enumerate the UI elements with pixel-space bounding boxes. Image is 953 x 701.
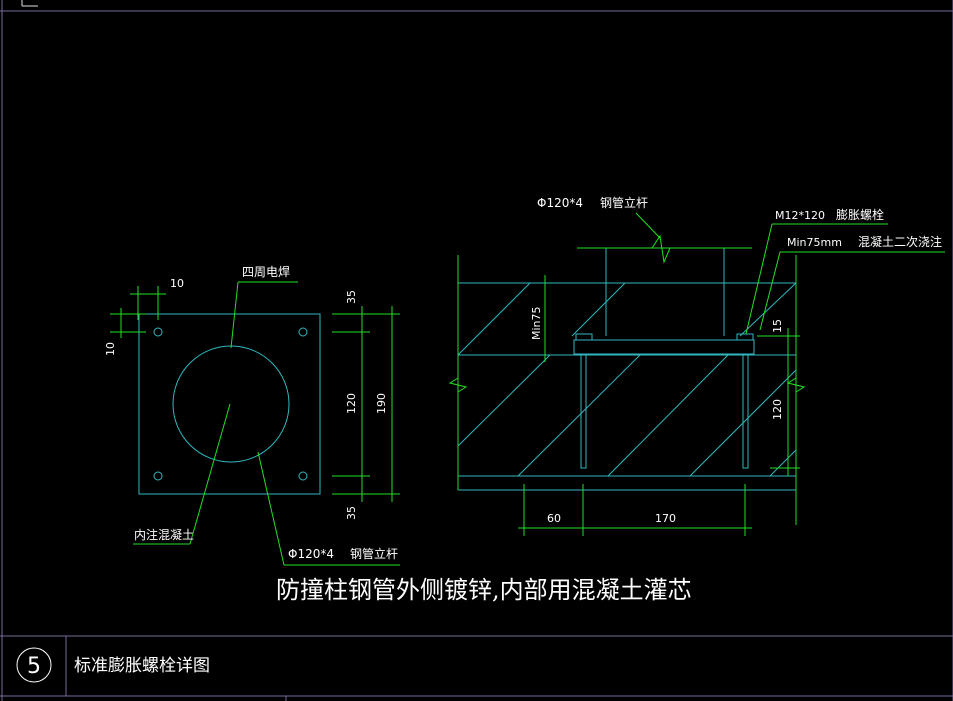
detail-title: 标准膨胀螺栓详图 bbox=[74, 656, 210, 676]
sec-dim-60: 60 bbox=[547, 512, 561, 525]
anchor-bolt-right bbox=[742, 354, 749, 469]
sec-dim-120: 120 bbox=[771, 399, 784, 420]
detail-number: 5 bbox=[27, 654, 41, 679]
hatch-line bbox=[457, 282, 531, 356]
sec-bolt-spec: M12*120 bbox=[775, 209, 825, 222]
sec-dim-170: 170 bbox=[655, 512, 676, 525]
section-base-plate bbox=[573, 339, 755, 355]
concrete-leader bbox=[189, 403, 231, 545]
grout-label-leader bbox=[759, 251, 781, 331]
steel-pipe-circle bbox=[172, 345, 290, 463]
plan-dim-left-text: 10 bbox=[104, 342, 117, 356]
anchor-bolt-left bbox=[580, 354, 587, 469]
plan-weld-label: 四周电焊 bbox=[242, 264, 290, 279]
plan-view: 10 10 四周电焊 内注混凝土 Φ120*4 钢管立杆 35 120 190 … bbox=[104, 264, 400, 566]
plan-concrete-label: 内注混凝土 bbox=[134, 527, 194, 542]
bolt-nut-left bbox=[575, 333, 593, 341]
plan-pipe-name: 钢管立杆 bbox=[350, 546, 398, 561]
break-mark-left bbox=[448, 377, 468, 393]
bolt-hole-bottom-left bbox=[153, 471, 163, 481]
plan-dim-120: 120 bbox=[345, 393, 358, 414]
sec-min75-label: Min75mm bbox=[787, 236, 842, 249]
hatch-line bbox=[607, 354, 729, 477]
pipe-break-mark bbox=[651, 234, 671, 264]
hatch-line bbox=[769, 449, 797, 477]
concrete-hatch bbox=[457, 282, 797, 477]
base-plate-outline bbox=[138, 313, 321, 495]
sec-dim-15: 15 bbox=[771, 319, 784, 333]
main-note: 防撞柱钢管外侧镀锌,内部用混凝土灌芯 bbox=[276, 576, 692, 604]
hatch-line bbox=[571, 282, 626, 337]
sec-min75-vertical: Min75 bbox=[530, 306, 543, 340]
plan-dim-35-top: 35 bbox=[345, 290, 358, 304]
bolt-hole-bottom-right bbox=[298, 471, 308, 481]
detail-number-circle bbox=[16, 647, 52, 683]
pipe-label-leader bbox=[635, 212, 661, 239]
sec-bolt-name: 膨胀螺栓 bbox=[836, 207, 884, 222]
bolt-hole-top-left bbox=[153, 327, 163, 337]
section-view: Min75 Φ120*4 钢管立杆 M12*120 膨胀螺栓 Min75mm 混… bbox=[448, 195, 945, 536]
pipe-leader bbox=[257, 451, 285, 566]
hatch-line bbox=[739, 282, 797, 337]
hatch-line bbox=[457, 354, 551, 447]
plan-pipe-spec: Φ120*4 bbox=[288, 547, 334, 561]
break-mark-right bbox=[786, 377, 806, 393]
sec-grout-label: 混凝土二次浇注 bbox=[858, 234, 942, 249]
hatch-line bbox=[517, 354, 641, 477]
bolt-label-leader bbox=[745, 223, 773, 335]
bolt-nut-right bbox=[736, 333, 754, 341]
sec-pipe-name: 钢管立杆 bbox=[600, 195, 648, 210]
weld-leader bbox=[230, 281, 239, 349]
sec-pipe-spec: Φ120*4 bbox=[537, 196, 583, 210]
bolt-hole-top-right bbox=[298, 327, 308, 337]
title-block: 5 标准膨胀螺栓详图 bbox=[16, 647, 210, 683]
plan-dim-190: 190 bbox=[375, 393, 388, 414]
plan-dim-top-text: 10 bbox=[170, 277, 184, 290]
plan-dim-35-bottom: 35 bbox=[345, 506, 358, 520]
